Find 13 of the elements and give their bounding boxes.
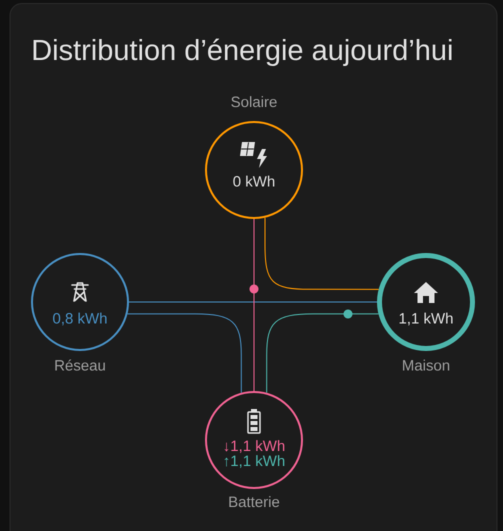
flow-line: [127, 313, 242, 394]
flow-line: [266, 313, 379, 394]
title: Distribution d’énergie aujourd’hui: [34, 38, 452, 66]
node-label: Batterie: [229, 496, 280, 508]
energy-value: 0 kWh: [233, 176, 274, 187]
energy-value: 0,8 kWh: [53, 312, 107, 326]
energy-value: 1,1 kWh: [400, 312, 453, 326]
flow-line: [264, 217, 380, 290]
node-label: Maison: [403, 360, 450, 371]
node-label: Solaire: [231, 96, 277, 108]
energy-value: ↑1,1 kWh: [224, 455, 284, 468]
energy-value: ↓1,1 kWh: [224, 440, 284, 453]
node-label: Réseau: [55, 359, 105, 371]
